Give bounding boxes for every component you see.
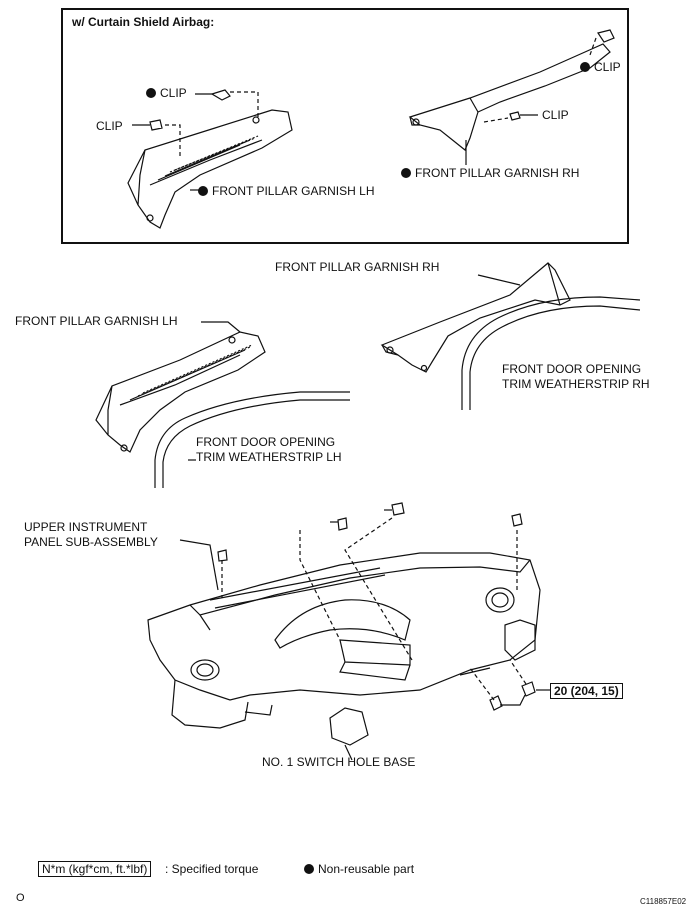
torque-unit-box: N*m (kgf*cm, ft.*lbf): [38, 861, 152, 877]
nonreusable-icon: [198, 186, 208, 196]
footer-left-mark: O: [16, 892, 25, 904]
inset-clip-label-a: CLIP: [146, 86, 187, 100]
inset-frame: [61, 8, 629, 244]
middle-garnish-rh-label: FRONT PILLAR GARNISH RH: [275, 260, 440, 274]
middle-garnish-lh-drawing: [95, 321, 350, 488]
inset-garnish-rh-label: FRONT PILLAR GARNISH RH: [401, 166, 579, 180]
clip-text: CLIP: [594, 60, 621, 74]
switch-hole-base-label: NO. 1 SWITCH HOLE BASE: [262, 755, 416, 769]
nonreusable-icon: [401, 168, 411, 178]
legend-nonreusable: Non-reusable part: [304, 862, 414, 876]
garnish-rh-text: FRONT PILLAR GARNISH RH: [415, 166, 580, 180]
weatherstrip-lh-label-1: FRONT DOOR OPENING: [196, 435, 336, 449]
instrument-panel-label-1: UPPER INSTRUMENT: [24, 520, 148, 534]
nonreusable-icon: [304, 864, 314, 874]
inset-garnish-rh-drawing: [408, 29, 615, 165]
nonreusable-icon: [146, 88, 156, 98]
nonreusable-text: Non-reusable part: [318, 862, 415, 876]
middle-garnish-rh-drawing: [380, 262, 641, 410]
inset-clip-label-d: CLIP: [542, 108, 569, 122]
legend-torque-desc: : Specified torque: [165, 862, 259, 876]
inset-clip-label-c: CLIP: [580, 60, 621, 74]
middle-garnish-lh-label: FRONT PILLAR GARNISH LH: [15, 314, 178, 328]
inset-garnish-lh-drawing: [127, 109, 293, 229]
weatherstrip-lh-label-2: TRIM WEATHERSTRIP LH: [196, 450, 342, 464]
inset-garnish-lh-label: FRONT PILLAR GARNISH LH: [198, 184, 374, 198]
garnish-lh-text: FRONT PILLAR GARNISH LH: [212, 184, 375, 198]
inset-clip-label-b: CLIP: [96, 119, 123, 133]
weatherstrip-rh-label-1: FRONT DOOR OPENING: [502, 362, 642, 376]
clip-text: CLIP: [160, 86, 187, 100]
inset-title: w/ Curtain Shield Airbag:: [72, 15, 215, 29]
nonreusable-icon: [580, 62, 590, 72]
inset-clips-lh: [132, 89, 259, 191]
weatherstrip-rh-label-2: TRIM WEATHERSTRIP RH: [502, 377, 650, 391]
legend-torque-unit: N*m (kgf*cm, ft.*lbf): [38, 861, 152, 877]
instrument-panel-label-2: PANEL SUB-ASSEMBLY: [24, 535, 158, 549]
torque-value-box: 20 (204, 15): [550, 683, 623, 699]
instrument-panel-drawing: [147, 502, 550, 761]
torque-value: 20 (204, 15): [550, 683, 623, 699]
figure-id: C118857E02: [640, 897, 687, 906]
